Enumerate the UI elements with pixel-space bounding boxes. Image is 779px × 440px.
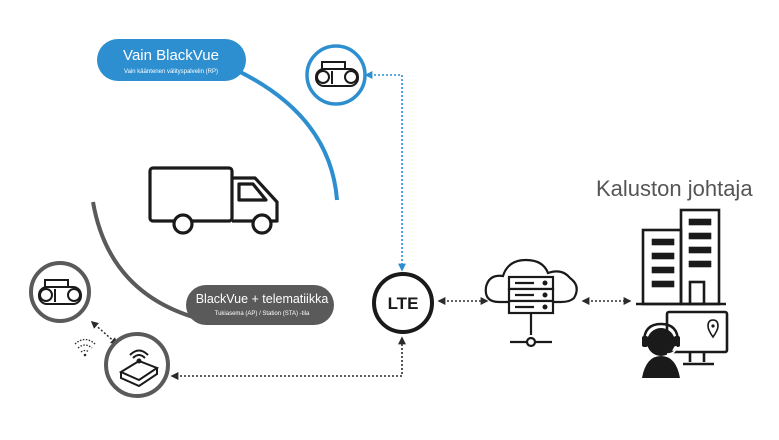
lte-label: LTE bbox=[388, 294, 419, 313]
telematics-to-lte-link bbox=[170, 336, 406, 380]
fleet-manager-title: Kaluston johtaja bbox=[596, 176, 753, 201]
dashcam-icon bbox=[315, 61, 359, 87]
operator-headset-icon bbox=[642, 322, 680, 378]
dashcam-left bbox=[29, 261, 91, 323]
dashcam-icon bbox=[38, 279, 82, 305]
dashcam-to-telematics-link bbox=[90, 321, 119, 345]
blackvue-only-title: Vain BlackVue bbox=[123, 47, 219, 64]
telematics-subtitle: Tukiasema (AP) / Station (STA) -tila bbox=[215, 311, 310, 317]
blackvue-to-lte-link bbox=[364, 71, 406, 272]
telematics-arc bbox=[91, 201, 213, 324]
telematics-label: BlackVue + telematiikka Tukiasema (AP) /… bbox=[186, 285, 334, 325]
telematics-module-icon bbox=[118, 349, 160, 388]
truck-icon bbox=[148, 166, 279, 235]
cloud-server-icon bbox=[484, 258, 578, 348]
blackvue-only-subtitle: Vain kääntenen välityspalvelin (RP) bbox=[124, 69, 218, 75]
wifi-icon bbox=[74, 338, 96, 357]
blackvue-only-label: Vain BlackVue Vain kääntenen välityspalv… bbox=[97, 39, 246, 81]
building-icon bbox=[636, 208, 726, 306]
dashcam-top bbox=[305, 44, 367, 106]
blackvue-only-arc bbox=[222, 62, 339, 201]
telematics-module bbox=[104, 332, 170, 398]
lte-node: LTE bbox=[372, 272, 434, 334]
telematics-title: BlackVue + telematiikka bbox=[196, 292, 329, 306]
